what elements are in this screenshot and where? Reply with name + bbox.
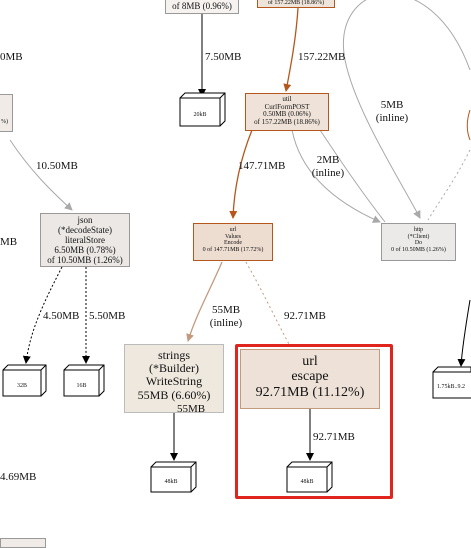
edge-json-a bbox=[22, 266, 63, 364]
node-escape-pkg: url bbox=[302, 354, 318, 369]
edge-label-strings-out: 55MB bbox=[177, 403, 206, 415]
edge-dotted-right bbox=[427, 149, 471, 221]
node-client-name: Do bbox=[414, 240, 423, 247]
node-strings-recv: (*Builder) bbox=[149, 361, 199, 376]
node-values-recv: Values bbox=[225, 233, 241, 240]
edge-right-side bbox=[457, 299, 471, 367]
edge-label-to-client-size: 2MB bbox=[316, 154, 340, 166]
leaf-json-b bbox=[63, 364, 105, 397]
edge-right-brown bbox=[466, 109, 471, 141]
leaf-json-a-label: 32B bbox=[16, 383, 27, 389]
edge-label-escape-out: 92.71MB bbox=[313, 431, 355, 443]
leaf-json-b-label: 16B bbox=[76, 383, 87, 389]
edge-label-to-json: 10.50MB bbox=[36, 160, 78, 172]
leaf-json-a bbox=[2, 364, 47, 397]
node-strings-flat: 55MB (6.60%) bbox=[137, 387, 211, 402]
node-client-cum: 0 of 10.50MB (1.26%) bbox=[391, 246, 446, 253]
node-curlformpost[interactable]: util CurlFormPOST 0.50MB (0.06%) of 157.… bbox=[245, 93, 329, 131]
edge-label-to-strings-size: 55MB bbox=[211, 304, 241, 316]
node-json-pkg: json bbox=[77, 215, 93, 225]
node-json-recv: (*decodeState) bbox=[58, 224, 112, 235]
node-values-pkg: url bbox=[229, 227, 237, 233]
edge-to-escape bbox=[245, 261, 291, 347]
node-client-do[interactable]: http (*Client) Do 0 of 10.50MB (1.26%) bbox=[381, 223, 456, 261]
leaf-escape bbox=[286, 461, 333, 493]
node-strings-pkg: strings bbox=[157, 348, 190, 362]
node-curl-cum: of 157.22MB (18.86%) bbox=[254, 118, 320, 127]
leaf-escape-label: 48kB bbox=[300, 479, 314, 485]
node-top-left-partial[interactable]: of 8MB (0.96%) bbox=[165, 0, 239, 14]
edge-label-left-bottom: 4.69MB bbox=[0, 471, 37, 483]
edge-label-top-right: 157.22MB bbox=[298, 51, 346, 63]
edge-to-client-b bbox=[319, 129, 386, 223]
edge-label-left-top: 0MB bbox=[0, 51, 23, 63]
node-bottom-partial[interactable] bbox=[0, 538, 46, 548]
edge-label-to-strings-tag: (inline) bbox=[209, 317, 243, 329]
node-json-literalstore[interactable]: json (*decodeState) literalStore 6.50MB … bbox=[40, 213, 130, 267]
node-curl-pkg: util bbox=[282, 95, 292, 103]
edge-to-values bbox=[229, 129, 253, 219]
node-curl-name: CurlFormPOST bbox=[264, 102, 310, 111]
node-json-flat: 6.50MB (0.78%) bbox=[54, 244, 116, 255]
leaf-right bbox=[432, 366, 471, 399]
node-values-name: Encode bbox=[224, 240, 242, 247]
node-client-recv: (*Client) bbox=[407, 233, 430, 240]
edge-inline-loop bbox=[343, 0, 471, 219]
leaf-right-label: 1.75kB..9.2 bbox=[437, 384, 466, 390]
edge-label-left-mid: MB bbox=[0, 236, 18, 248]
node-strings-name: WriteString bbox=[145, 374, 203, 389]
edge-label-json-b: 5.50MB bbox=[89, 310, 126, 322]
node-curl-flat: 0.50MB (0.06%) bbox=[263, 110, 311, 119]
edge-to-strings bbox=[186, 261, 223, 342]
edge-to-json bbox=[9, 139, 73, 211]
node-json-name: literalStore bbox=[65, 234, 105, 245]
node-url-escape[interactable]: url escape 92.71MB (11.12%) bbox=[240, 349, 380, 409]
edge-label-inline-right-size: 5MB bbox=[380, 99, 404, 111]
edge-label-to-client-tag: (inline) bbox=[311, 167, 345, 179]
leaf-top bbox=[179, 92, 226, 127]
edge-label-to-escape: 92.71MB bbox=[284, 310, 326, 322]
node-strings-writestring[interactable]: strings (*Builder) WriteString 55MB (6.6… bbox=[124, 344, 224, 413]
node-escape-flat: 92.71MB (11.12%) bbox=[255, 384, 365, 400]
node-top-left-cum: of 8MB (0.96%) bbox=[172, 1, 232, 11]
leaf-strings-label: 48kB bbox=[164, 479, 178, 485]
highlight-box bbox=[235, 344, 393, 499]
edge-top-right bbox=[283, 7, 299, 92]
node-values-cum: 0 of 147.71MB (17.72%) bbox=[202, 246, 264, 253]
node-escape-name: escape bbox=[291, 369, 329, 385]
node-left-partial[interactable]: %) bbox=[0, 94, 13, 132]
node-client-pkg: http bbox=[413, 227, 424, 233]
node-top-right-cum: of 157.22MB (18.86%) bbox=[267, 0, 325, 6]
node-top-right-partial[interactable]: of 157.22MB (18.86%) bbox=[257, 0, 335, 8]
node-values-encode[interactable]: url Values Encode 0 of 147.71MB (17.72%) bbox=[193, 223, 273, 261]
leaf-top-label: 20kB bbox=[193, 112, 207, 118]
edge-label-json-a: 4.50MB bbox=[43, 310, 80, 322]
node-left-partial-text: %) bbox=[1, 119, 8, 125]
edge-to-client bbox=[291, 129, 381, 223]
edge-label-top-left: 7.50MB bbox=[205, 51, 242, 63]
edge-label-to-values: 147.71MB bbox=[238, 160, 286, 172]
node-json-cum: of 10.50MB (1.26%) bbox=[47, 254, 123, 265]
edge-label-inline-right-tag: (inline) bbox=[375, 112, 409, 124]
leaf-strings bbox=[150, 461, 197, 493]
